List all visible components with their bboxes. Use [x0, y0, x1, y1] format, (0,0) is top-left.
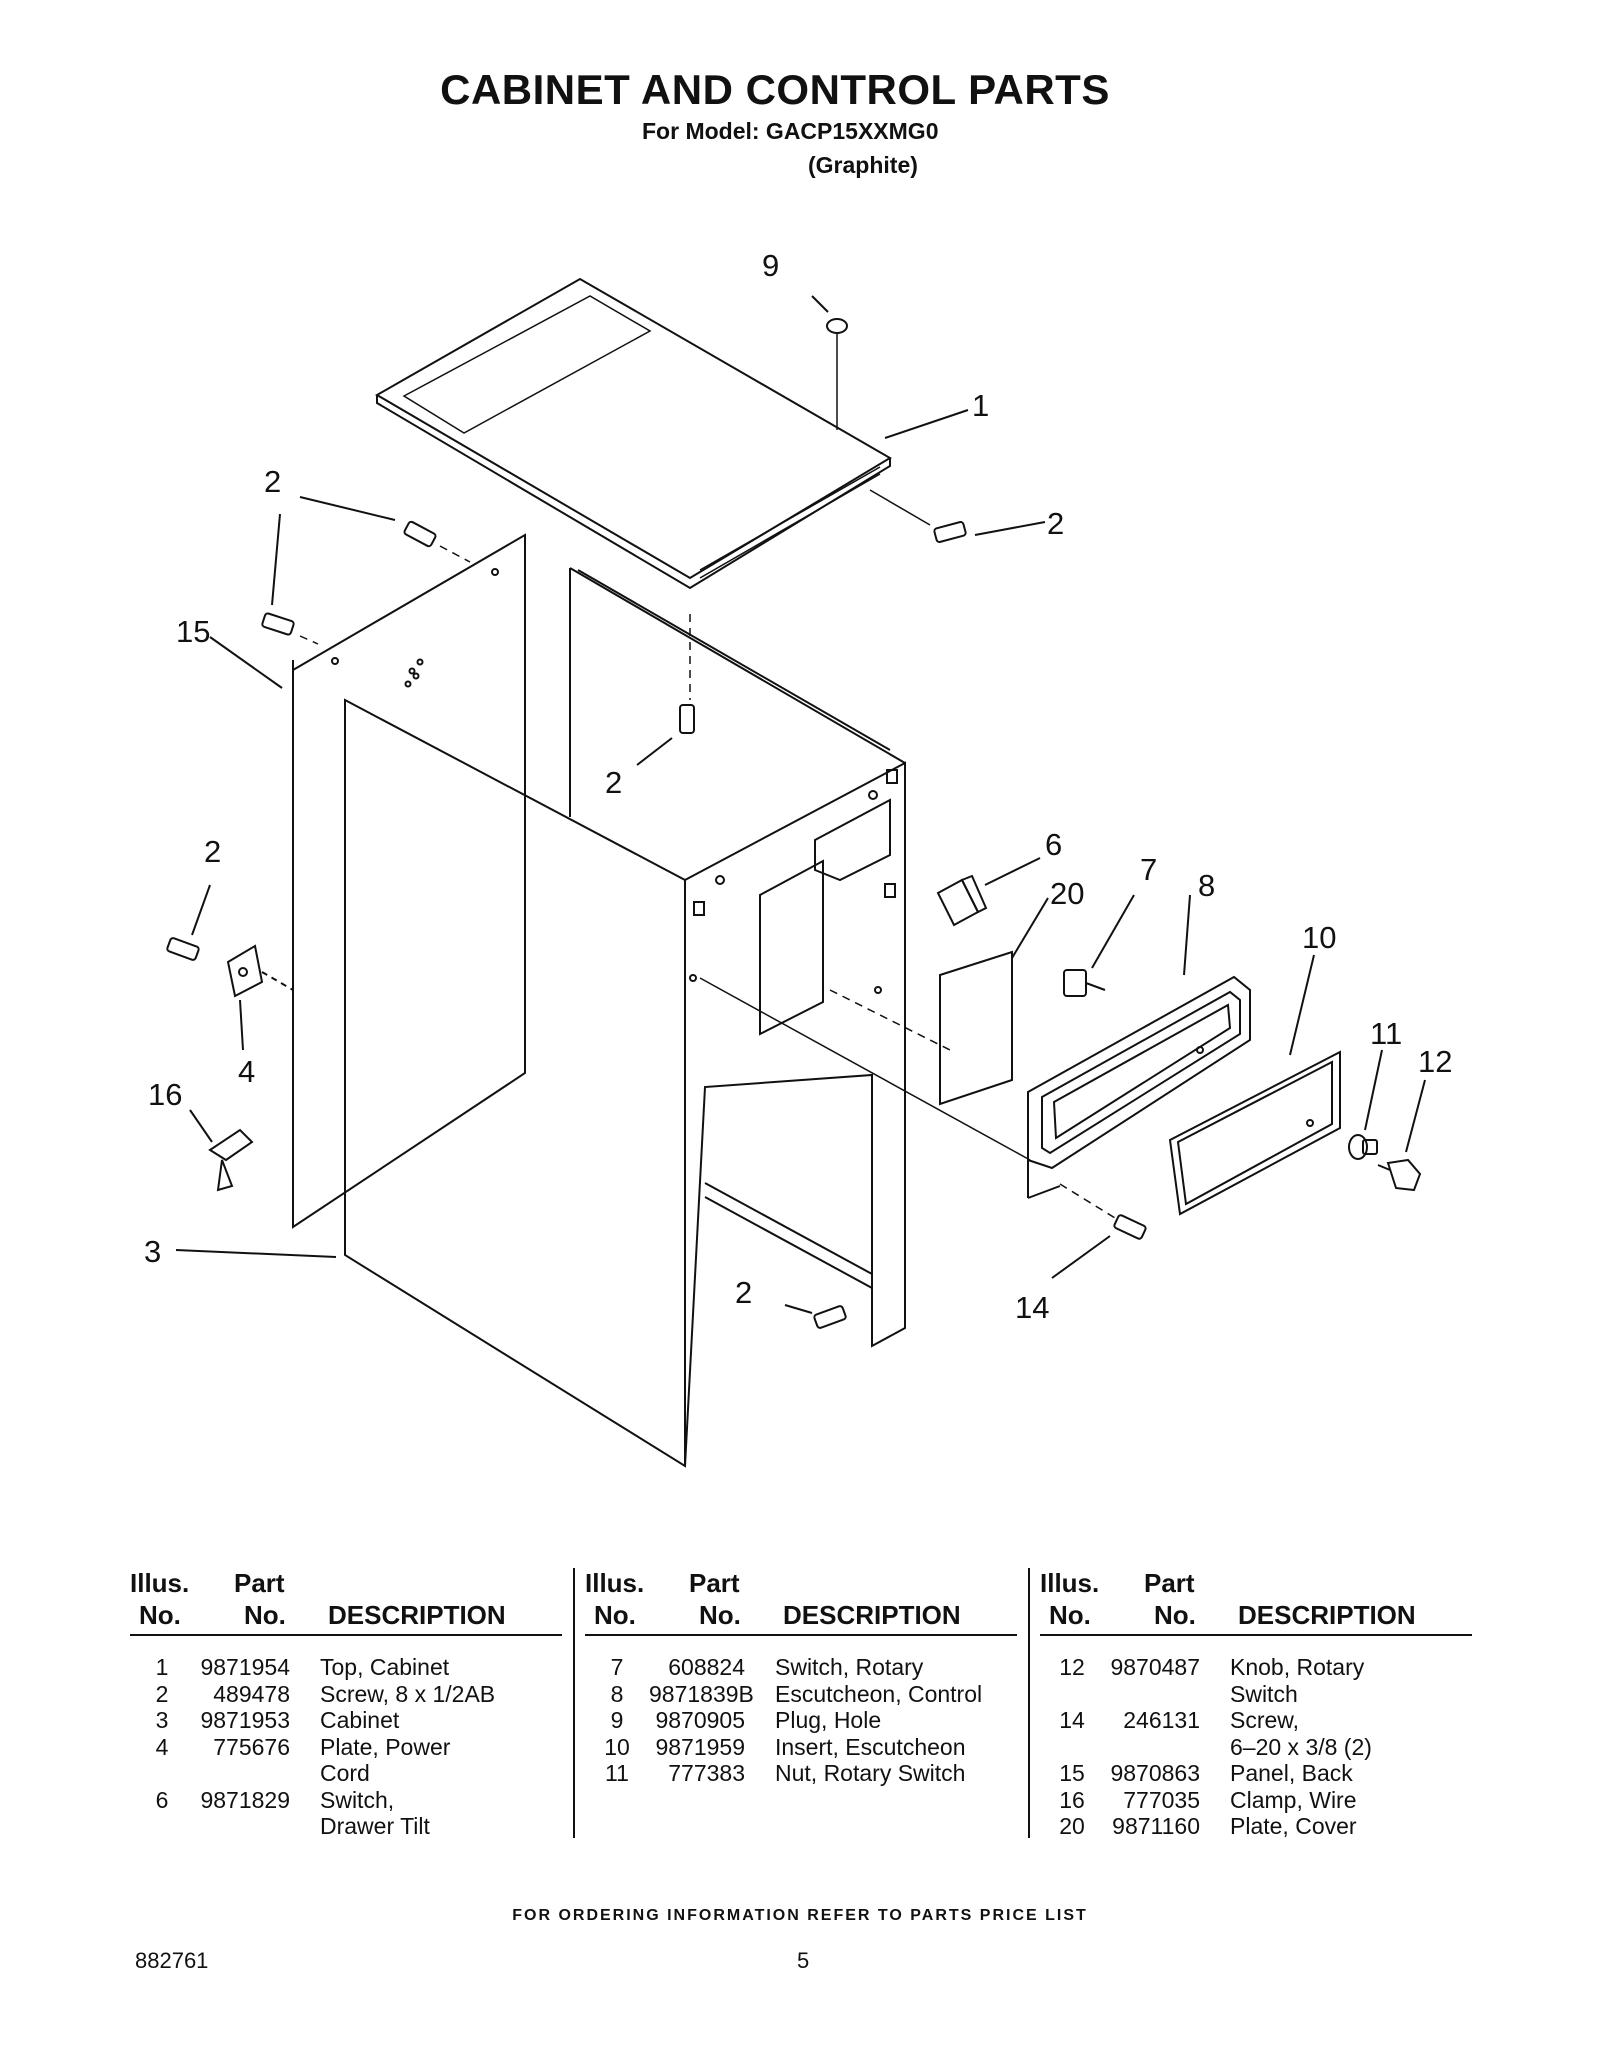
screw-fasteners — [166, 520, 1147, 1329]
callout-11: 11 — [1370, 1016, 1402, 1051]
header-part: Part — [689, 1568, 740, 1598]
power-cord-plate — [226, 944, 294, 998]
callout-1: 1 — [972, 388, 989, 423]
header-illus: Illus. — [130, 1568, 190, 1598]
header-part: Part — [234, 1568, 285, 1598]
rotary-nut-and-knob — [1348, 1134, 1422, 1192]
callout-8: 8 — [1198, 868, 1215, 903]
header-rule — [130, 1634, 562, 1636]
page-title: CABINET AND CONTROL PARTS — [440, 66, 1110, 113]
header-rule — [1040, 1634, 1472, 1636]
model-line: For Model: GACP15XXMG0 — [642, 118, 939, 144]
table-header: Illus. No. Part No. DESCRIPTION — [585, 1568, 1025, 1634]
escutcheon-insert — [1168, 1050, 1341, 1216]
main-cabinet — [344, 567, 906, 1468]
callout-4: 4 — [238, 1054, 255, 1089]
callout-10: 10 — [1302, 920, 1336, 955]
header-illus-no: No. — [139, 1600, 181, 1630]
column-divider — [573, 1568, 575, 1838]
callout-numbers: 9 1 2 2 15 2 2 6 20 7 8 10 4 16 11 12 3 … — [144, 248, 1452, 1325]
callout-3: 3 — [144, 1234, 161, 1269]
callout-20: 20 — [1050, 876, 1084, 911]
callout-15: 15 — [176, 614, 210, 649]
model-variant: (Graphite) — [808, 152, 918, 178]
header-part-no: No. — [1154, 1600, 1196, 1630]
hole-plug — [811, 295, 848, 430]
callout-7: 7 — [1140, 852, 1157, 887]
header-illus: Illus. — [1040, 1568, 1100, 1598]
header-description: DESCRIPTION — [1238, 1600, 1416, 1630]
control-escutcheon — [1027, 975, 1251, 1199]
header-illus: Illus. — [585, 1568, 645, 1598]
exploded-parts-diagram: 9 1 2 2 15 2 2 6 20 7 8 10 4 16 11 12 3 … — [144, 248, 1452, 1468]
callout-2-left: 2 — [204, 834, 221, 869]
table-header: Illus. No. Part No. DESCRIPTION — [1040, 1568, 1480, 1634]
callout-9: 9 — [762, 248, 779, 283]
callout-2-right: 2 — [1047, 506, 1064, 541]
column-divider — [1028, 1568, 1030, 1838]
header-illus-no: No. — [1049, 1600, 1091, 1630]
header-part-no: No. — [699, 1600, 741, 1630]
callout-2-center: 2 — [605, 765, 622, 800]
header-description: DESCRIPTION — [783, 1600, 961, 1630]
callout-14: 14 — [1015, 1290, 1049, 1325]
callout-2-top-left: 2 — [264, 464, 281, 499]
callout-2-bottom: 2 — [735, 1275, 752, 1310]
callout-12: 12 — [1418, 1044, 1452, 1079]
back-panel — [292, 533, 526, 1229]
header-part: Part — [1144, 1568, 1195, 1598]
table-header: Illus. No. Part No. DESCRIPTION — [130, 1568, 570, 1634]
document-number: 882761 — [135, 1948, 209, 1973]
rotary-switch — [1063, 969, 1106, 997]
ordering-info-note: FOR ORDERING INFORMATION REFER TO PARTS … — [512, 1907, 1088, 1924]
callout-16: 16 — [148, 1077, 182, 1112]
cover-plate — [939, 950, 1013, 1106]
callout-leaders — [175, 409, 1426, 1314]
page-number: 5 — [797, 1948, 810, 1973]
header-description: DESCRIPTION — [328, 1600, 506, 1630]
header-part-no: No. — [244, 1600, 286, 1630]
header-rule — [585, 1634, 1017, 1636]
callout-6: 6 — [1045, 827, 1062, 862]
alignment-lines — [299, 489, 1116, 1219]
wire-clamp — [208, 1128, 254, 1192]
header-illus-no: No. — [594, 1600, 636, 1630]
drawer-tilt-switch — [936, 874, 988, 927]
cabinet-top-panel — [375, 277, 892, 590]
